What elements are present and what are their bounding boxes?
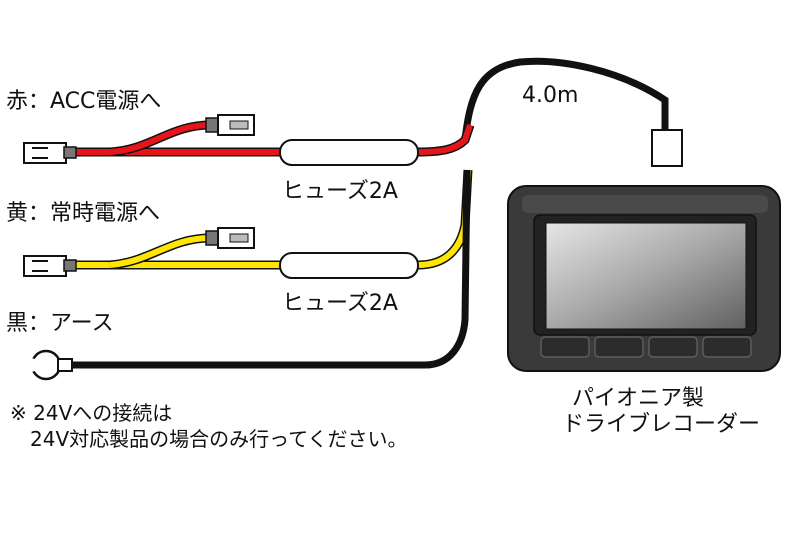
yellow-wire-to-cable — [417, 169, 473, 270]
red-female-terminal — [23, 142, 77, 164]
label-black-ground: 黒：アース — [6, 311, 114, 336]
label-cable-length: 4.0m — [522, 83, 578, 108]
ground-ring-terminal — [29, 349, 73, 381]
note-line-2: 24V対応製品の場合のみ行ってください。 — [30, 427, 408, 451]
label-yellow-constant: 黄：常時電源へ — [6, 201, 160, 226]
label-red-acc: 赤：ACC電源へ — [6, 89, 161, 114]
label-fuse-red: ヒューズ2A — [282, 179, 398, 204]
drive-recorder-device — [507, 185, 781, 372]
recorder-connector — [651, 129, 683, 167]
red-male-terminal — [205, 114, 255, 136]
red-fuse-holder — [279, 139, 419, 166]
recorder-button-1 — [540, 336, 590, 358]
device-name-line-1: パイオニア製 — [572, 386, 704, 411]
main-cable — [461, 57, 669, 144]
recorder-button-2 — [594, 336, 644, 358]
recorder-button-3 — [648, 336, 698, 358]
black-wire — [68, 169, 471, 369]
note-line-1: ※ 24Vへの接続は — [10, 401, 172, 425]
device-name-line-2: ドライブレコーダー — [562, 412, 760, 437]
label-fuse-yellow: ヒューズ2A — [282, 291, 398, 316]
recorder-screen — [545, 222, 747, 330]
yellow-male-terminal — [205, 227, 255, 249]
recorder-button-4 — [702, 336, 752, 358]
yellow-female-terminal — [23, 255, 77, 277]
yellow-fuse-holder — [279, 252, 419, 279]
